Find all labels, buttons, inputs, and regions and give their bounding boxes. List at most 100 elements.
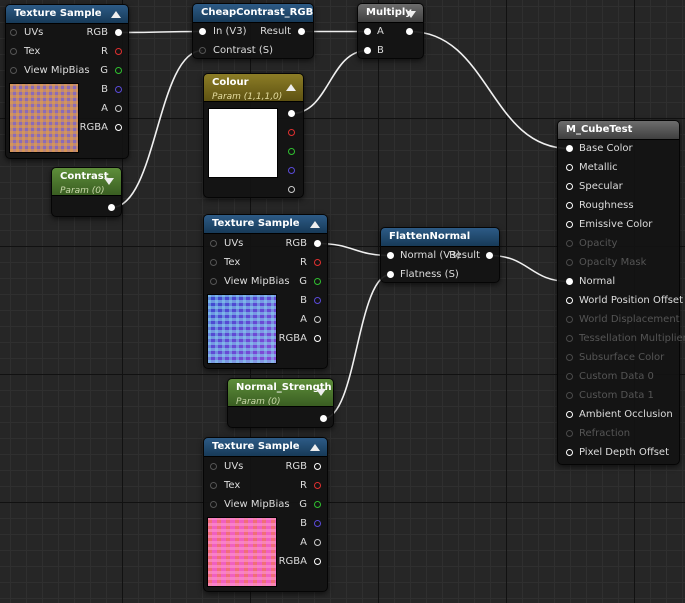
r-output-pin[interactable]: [288, 129, 295, 136]
a-output-pin[interactable]: [314, 316, 321, 323]
view-mipbias-input-pin[interactable]: [10, 67, 17, 74]
tex-input-pin[interactable]: [210, 259, 217, 266]
wire-multiply-to-base-color[interactable]: [409, 30, 570, 150]
texture-preview-thumbnail: [207, 294, 277, 364]
multiply-output-pin[interactable]: [406, 28, 413, 35]
uvs-input-pin[interactable]: [10, 29, 17, 36]
contrast-s-input-pin[interactable]: [199, 47, 206, 54]
texture-sample-node-2[interactable]: Texture Sample UVs Tex View MipBias RGB …: [203, 214, 328, 369]
rgb-output-pin[interactable]: [314, 240, 321, 247]
g-output-pin[interactable]: [314, 278, 321, 285]
view-mipbias-input-pin[interactable]: [210, 501, 217, 508]
texture-preview-thumbnail: [207, 517, 277, 587]
node-header[interactable]: CheapContrast_RGB: [193, 4, 313, 23]
material-input-pin[interactable]: [566, 392, 573, 399]
collapse-arrow-icon[interactable]: [310, 444, 320, 451]
a-output-pin[interactable]: [288, 186, 295, 193]
rgb-output-pin[interactable]: [115, 29, 122, 36]
material-input-pin[interactable]: [566, 411, 573, 418]
rgba-output-pin[interactable]: [314, 558, 321, 565]
uvs-input-pin[interactable]: [210, 240, 217, 247]
rgba-output-pin[interactable]: [115, 124, 122, 131]
b-output-pin[interactable]: [115, 86, 122, 93]
node-title: Texture Sample: [212, 218, 300, 229]
node-header[interactable]: Texture Sample: [204, 438, 327, 457]
collapse-arrow-icon[interactable]: [286, 84, 296, 91]
output-label: A: [300, 314, 307, 325]
material-input-pin[interactable]: [566, 430, 573, 437]
material-input-pin[interactable]: [566, 335, 573, 342]
flatten-normal-node[interactable]: FlattenNormal Normal (V3) Flatness (S) R…: [380, 227, 500, 283]
view-mipbias-input-pin[interactable]: [210, 278, 217, 285]
material-input-pin[interactable]: [566, 259, 573, 266]
material-input-pin[interactable]: [566, 164, 573, 171]
node-subtitle: Param (0): [60, 186, 105, 196]
a-output-pin[interactable]: [115, 105, 122, 112]
node-header[interactable]: M_CubeTest: [558, 121, 679, 140]
normal-strength-output-pin[interactable]: [320, 415, 327, 422]
node-header[interactable]: Multiply: [358, 4, 423, 23]
r-output-pin[interactable]: [314, 482, 321, 489]
result-output-pin[interactable]: [298, 28, 305, 35]
node-header[interactable]: Texture Sample: [6, 5, 128, 24]
g-output-pin[interactable]: [314, 501, 321, 508]
in-v3-input-pin[interactable]: [199, 28, 206, 35]
material-input-pin[interactable]: [566, 221, 573, 228]
material-input-pin[interactable]: [566, 278, 573, 285]
collapse-arrow-icon[interactable]: [104, 178, 114, 185]
contrast-output-pin[interactable]: [108, 204, 115, 211]
material-input-pin[interactable]: [566, 202, 573, 209]
collapse-arrow-icon[interactable]: [406, 11, 416, 18]
input-label: UVs: [24, 27, 44, 38]
cheap-contrast-rgb-node[interactable]: CheapContrast_RGB In (V3) Contrast (S) R…: [192, 3, 314, 59]
material-input-pin[interactable]: [566, 183, 573, 190]
b-input-pin[interactable]: [364, 47, 371, 54]
texture-sample-node-3[interactable]: Texture Sample UVs Tex View MipBias RGB …: [203, 437, 328, 592]
r-output-pin[interactable]: [115, 48, 122, 55]
node-header[interactable]: FlattenNormal: [381, 228, 499, 247]
tex-input-pin[interactable]: [210, 482, 217, 489]
result-output-pin[interactable]: [486, 252, 493, 259]
material-input-pin[interactable]: [566, 145, 573, 152]
multiply-node[interactable]: Multiply A B: [357, 3, 424, 59]
b-output-pin[interactable]: [314, 520, 321, 527]
wire-texture-to-contrast[interactable]: [118, 30, 203, 34]
rgba-output-pin[interactable]: [314, 335, 321, 342]
node-title: Texture Sample: [212, 441, 300, 452]
uvs-input-pin[interactable]: [210, 463, 217, 470]
output-label: RGBA: [278, 556, 307, 567]
r-output-pin[interactable]: [314, 259, 321, 266]
material-input-pin[interactable]: [566, 240, 573, 247]
material-input-label: Normal: [579, 276, 616, 287]
material-input-pin[interactable]: [566, 297, 573, 304]
collapse-arrow-icon[interactable]: [316, 389, 326, 396]
material-input-label: World Displacement: [579, 314, 680, 325]
normal-v3-input-pin[interactable]: [387, 252, 394, 259]
texture-sample-node-1[interactable]: Texture Sample UVs Tex View MipBias RGB …: [5, 4, 129, 159]
a-output-pin[interactable]: [314, 539, 321, 546]
g-output-pin[interactable]: [288, 148, 295, 155]
flatness-s-input-pin[interactable]: [387, 271, 394, 278]
b-output-pin[interactable]: [314, 297, 321, 304]
collapse-arrow-icon[interactable]: [111, 11, 121, 18]
rgb-output-pin[interactable]: [314, 463, 321, 470]
rgb-output-pin[interactable]: [288, 110, 295, 117]
material-input-pin[interactable]: [566, 316, 573, 323]
material-input-pin[interactable]: [566, 449, 573, 456]
node-header[interactable]: Texture Sample: [204, 215, 327, 234]
material-input-pin[interactable]: [566, 373, 573, 380]
g-output-pin[interactable]: [115, 67, 122, 74]
material-input-pin[interactable]: [566, 354, 573, 361]
colour-swatch[interactable]: [208, 108, 278, 178]
collapse-arrow-icon[interactable]: [310, 221, 320, 228]
a-input-pin[interactable]: [364, 28, 371, 35]
b-output-pin[interactable]: [288, 167, 295, 174]
tex-input-pin[interactable]: [10, 48, 17, 55]
